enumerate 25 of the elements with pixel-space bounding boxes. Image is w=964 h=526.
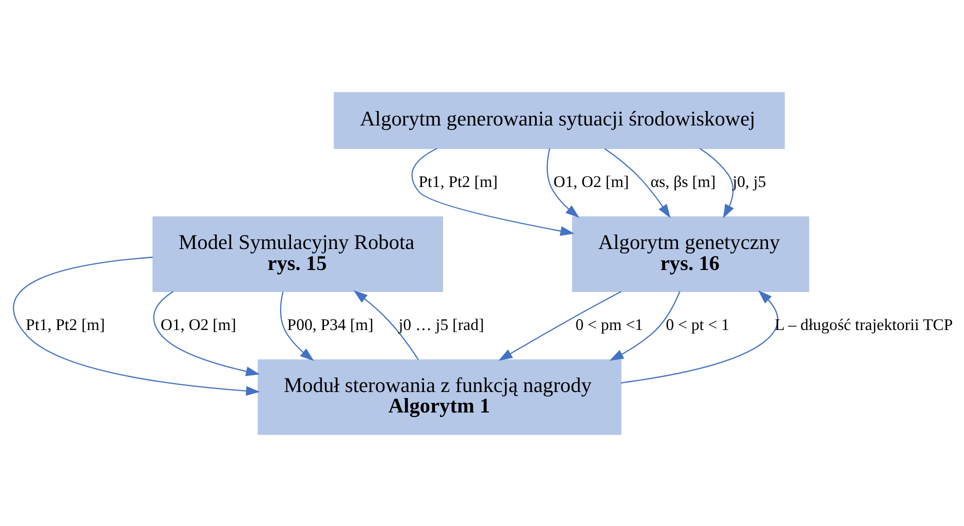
edge-label: Pt1, Pt2 [m] xyxy=(26,315,105,334)
node-box: Algorytm generowania sytuacji środowiskowej xyxy=(334,92,785,149)
arrow xyxy=(546,148,580,218)
arrow xyxy=(620,290,778,383)
edge-label: P00, P34 [m] xyxy=(287,315,374,334)
node-box: Moduł sterowania z funkcją nagrody Algorytm 1 xyxy=(258,358,622,434)
arrow xyxy=(13,256,260,396)
edge-label: j0, j5 xyxy=(732,172,766,191)
arrow xyxy=(280,291,314,360)
arrow xyxy=(412,148,574,236)
edge-label: O1, O2 [m] xyxy=(554,172,629,191)
arrow xyxy=(498,290,622,360)
arrow xyxy=(610,290,680,360)
arrow xyxy=(699,148,734,218)
arrow xyxy=(153,290,260,376)
edge-label: 0 < pm <1 xyxy=(575,315,644,334)
edge-label: 0 < pt < 1 xyxy=(666,315,730,334)
arrow xyxy=(354,290,419,360)
edge-label: αs, βs [m] xyxy=(650,172,716,191)
edge-label: Pt1, Pt2 [m] xyxy=(418,172,498,191)
arrow xyxy=(604,148,670,218)
edge-label: j0 … j5 [rad] xyxy=(398,315,484,334)
node-box: Model Symulacyjny Robota rys. 15 xyxy=(152,216,444,292)
node-box: Algorytm genetyczny rys. 16 xyxy=(572,216,810,292)
edge-label: O1, O2 [m] xyxy=(160,315,236,334)
